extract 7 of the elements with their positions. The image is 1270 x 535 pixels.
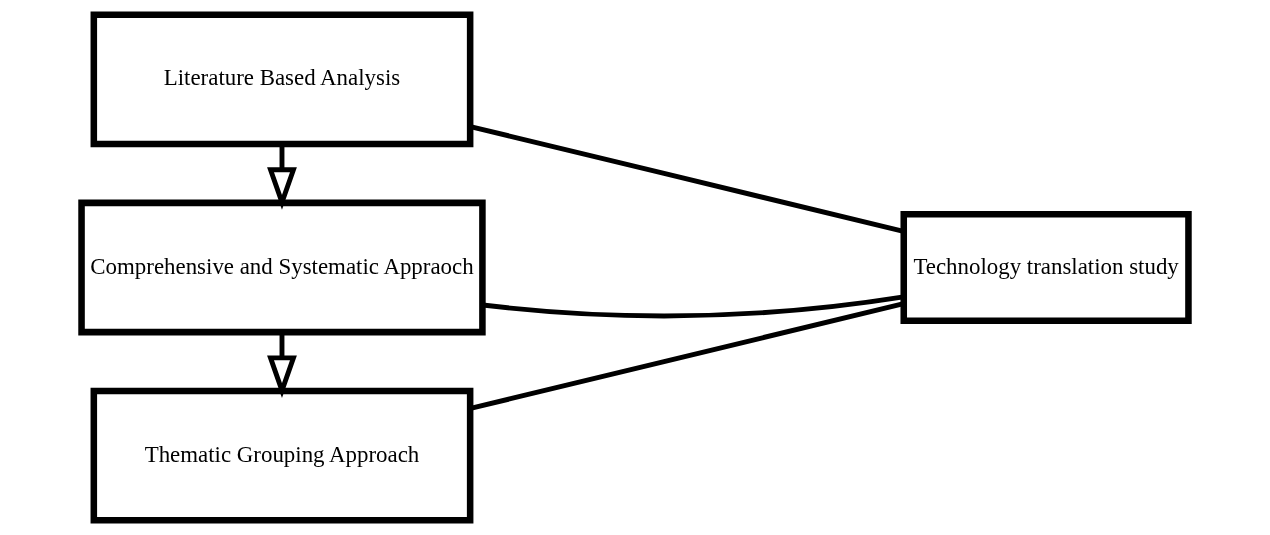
arrow: [267, 332, 297, 398]
connector: [482, 294, 904, 319]
node-box: Comprehensive and Systematic Appraoch: [78, 199, 486, 336]
node-box: Literature Based Analysis: [90, 11, 474, 148]
node-box: Thematic Grouping Approach: [90, 387, 474, 524]
node-box: Technology translation study: [900, 211, 1192, 324]
arrow: [267, 144, 297, 210]
